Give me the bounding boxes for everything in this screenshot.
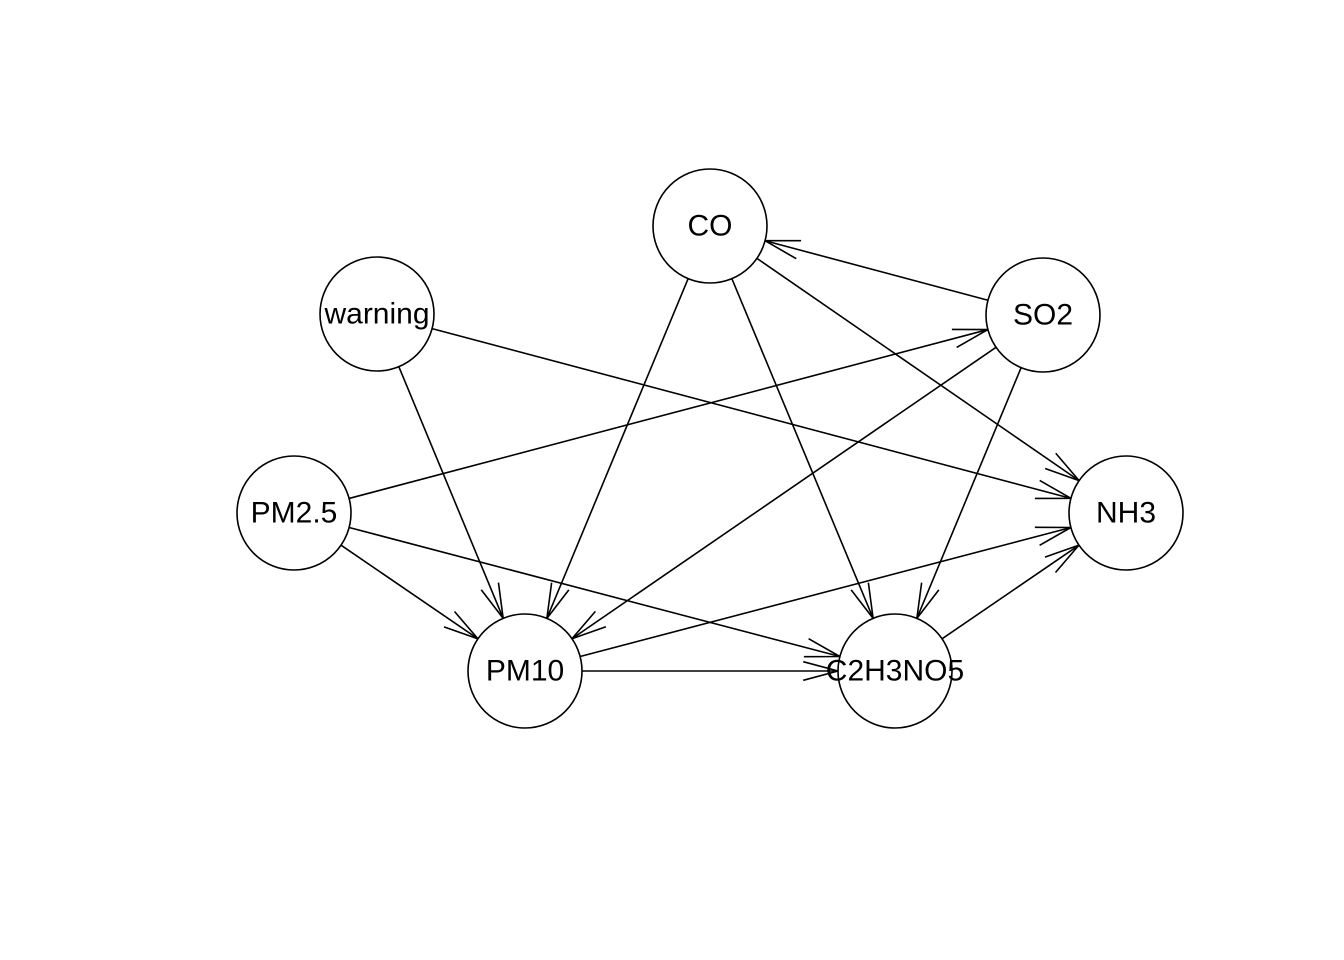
edge-line bbox=[579, 526, 1072, 658]
edge-co-to-pm10 bbox=[545, 278, 689, 622]
node-circle bbox=[1068, 455, 1184, 571]
node-label: CO bbox=[688, 210, 733, 243]
arrowhead bbox=[915, 582, 940, 622]
arrowhead bbox=[850, 582, 875, 622]
edge-line bbox=[546, 278, 689, 619]
edge-warning-to-nh3 bbox=[431, 327, 1074, 500]
edge-so2-to-pm10 bbox=[569, 346, 997, 641]
edge-pm10-to-nh3 bbox=[579, 526, 1074, 658]
node-circle bbox=[319, 256, 435, 372]
node-warning: warning bbox=[319, 256, 435, 372]
node-label: NH3 bbox=[1096, 497, 1156, 530]
edge-line bbox=[398, 366, 504, 619]
node-label: SO2 bbox=[1013, 299, 1073, 332]
edge-line bbox=[756, 257, 1080, 482]
edge-line bbox=[348, 526, 841, 658]
node-so2: SO2 bbox=[985, 257, 1101, 373]
edge-line bbox=[731, 278, 874, 619]
node-circle bbox=[837, 613, 953, 729]
edge-pm2-5-to-so2 bbox=[348, 328, 991, 500]
edge-line bbox=[340, 544, 479, 640]
edge-line bbox=[348, 328, 989, 500]
edge-c2h3no5-to-nh3 bbox=[941, 543, 1082, 640]
edge-pm10-to-c2h3no5 bbox=[582, 660, 842, 682]
node-nh3: NH3 bbox=[1068, 455, 1184, 571]
edge-co-to-c2h3no5 bbox=[731, 278, 875, 622]
node-circle bbox=[652, 168, 768, 284]
node-co: CO bbox=[652, 168, 768, 284]
node-label: C2H3NO5 bbox=[826, 655, 964, 688]
edge-warning-to-pm10 bbox=[398, 366, 505, 622]
edge-line bbox=[916, 367, 1022, 619]
node-circle bbox=[236, 455, 352, 571]
edge-line bbox=[431, 327, 1072, 500]
node-circle bbox=[985, 257, 1101, 373]
arrowhead bbox=[545, 582, 570, 622]
node-pm2-5: PM2.5 bbox=[236, 455, 352, 571]
node-circle bbox=[467, 613, 583, 729]
node-label: PM2.5 bbox=[251, 497, 338, 530]
node-pm10: PM10 bbox=[467, 613, 583, 729]
node-label: warning bbox=[323, 298, 429, 331]
node-label: PM10 bbox=[486, 655, 564, 688]
edge-line bbox=[571, 346, 997, 640]
edge-pm2-5-to-c2h3no5 bbox=[348, 526, 843, 658]
arrowhead bbox=[480, 582, 505, 622]
edge-so2-to-co bbox=[762, 239, 989, 302]
edge-pm2-5-to-pm10 bbox=[340, 544, 481, 641]
edge-line bbox=[941, 544, 1080, 640]
edges-layer bbox=[340, 239, 1082, 682]
node-c2h3no5: C2H3NO5 bbox=[826, 613, 964, 729]
edge-line bbox=[764, 239, 989, 302]
